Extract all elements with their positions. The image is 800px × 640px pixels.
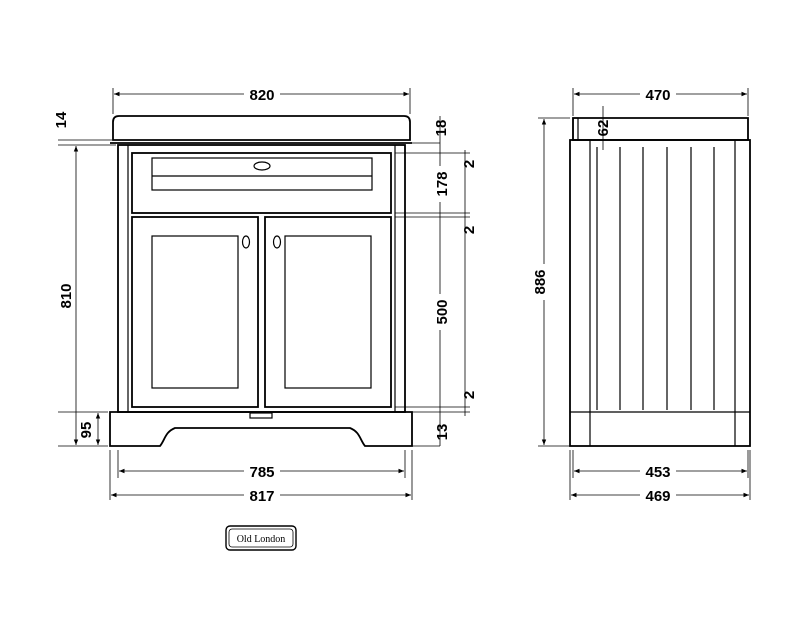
logo-text: Old London [237, 534, 286, 545]
plinth-badge [249, 412, 273, 419]
dim-inner-width: 785 [249, 464, 274, 481]
right-door [264, 216, 392, 408]
drawer-handle [253, 161, 271, 171]
dim-side-top-height: 62 [595, 120, 612, 137]
dim-top-overhang: 18 [433, 120, 450, 137]
left-door [131, 216, 259, 408]
right-door-knob [272, 235, 282, 249]
dim-door-gap: 2 [461, 391, 478, 399]
drawer-front [131, 152, 392, 214]
old-london-logo: Old London [225, 525, 297, 551]
dim-drawer-gap-bottom: 2 [461, 226, 478, 234]
side-panels [596, 147, 715, 410]
front-plinth [109, 411, 413, 447]
dim-plinth-height: 95 [78, 422, 95, 439]
dim-top-thickness: 14 [53, 111, 70, 128]
dim-door-height: 500 [434, 299, 451, 324]
dim-side-inner-depth: 453 [645, 464, 670, 481]
side-dimensions: 470 62 886 453 469 [530, 86, 751, 505]
dim-top-depth: 470 [645, 87, 670, 104]
dim-total-height: 886 [532, 269, 549, 294]
left-door-knob [241, 235, 251, 249]
dim-carcass-height: 810 [58, 283, 75, 308]
front-dimensions: 820 14 810 95 18 2 178 2 500 2 13 [53, 86, 478, 505]
side-carcass [569, 139, 751, 447]
dim-top-width: 820 [249, 87, 274, 104]
side-view [569, 117, 751, 447]
dim-plinth-gap: 13 [434, 424, 451, 441]
dim-side-outer-depth: 469 [645, 488, 670, 505]
dim-outer-width: 817 [249, 488, 274, 505]
front-view [109, 115, 413, 447]
dim-drawer-height: 178 [434, 171, 451, 196]
front-worktop [112, 115, 411, 141]
dim-drawer-gap-top: 2 [461, 160, 478, 168]
front-carcass [117, 144, 406, 413]
